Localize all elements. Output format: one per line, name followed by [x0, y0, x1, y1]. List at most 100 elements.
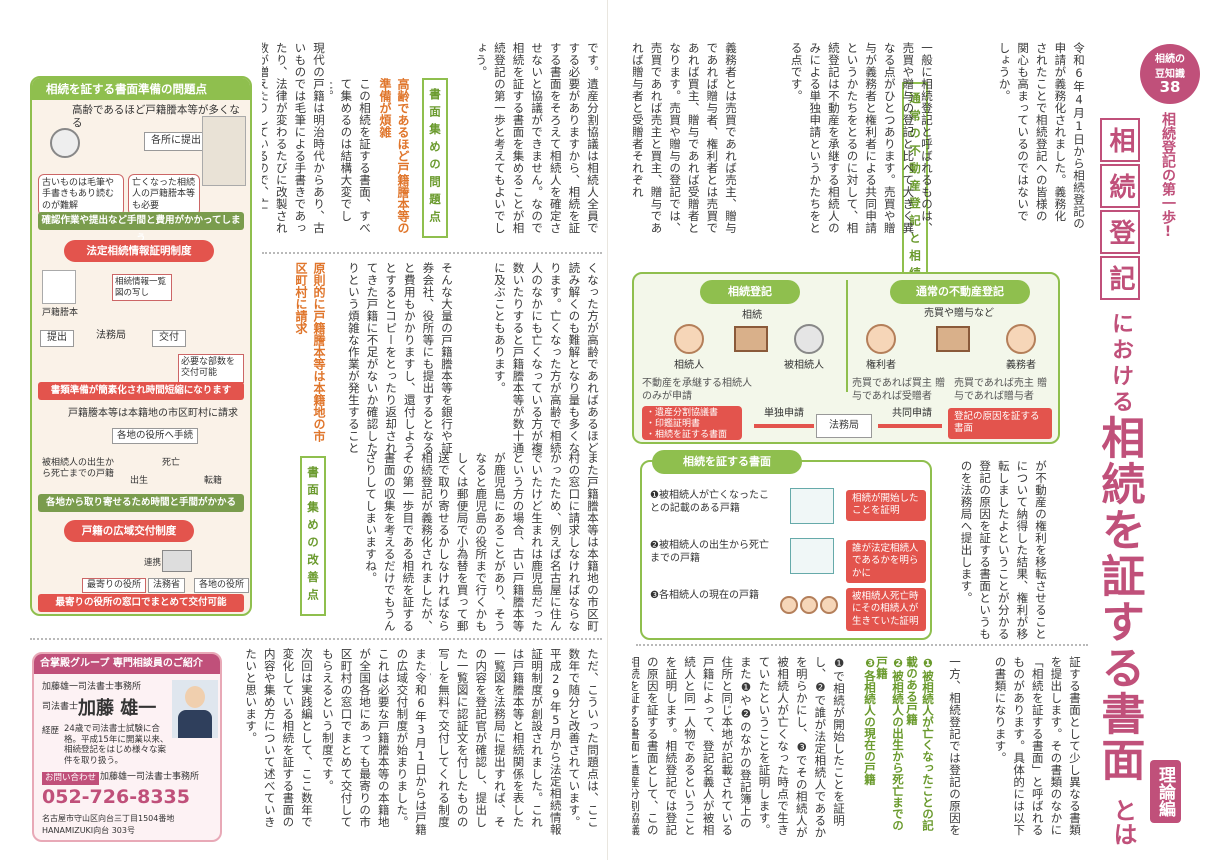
doc-icon-1	[790, 488, 834, 524]
section1-body-a: 一般に相続登記と呼ばれるものは、売買や贈与の登記と比べて大きく異なる点がひとつあ…	[789, 42, 934, 234]
title-kicker: 相続登記の第一歩!	[1160, 112, 1176, 240]
doc-row-2: ❷被相続人の出生から死亡までの戸籍 誰が法定相続人であるかを明らかに	[650, 536, 926, 584]
ad-contact-label: お問い合わせ	[42, 772, 100, 785]
p4-label-local: 各地の役所	[194, 578, 250, 594]
doc-item-2: ・印鑑証明書	[646, 418, 701, 429]
diagram-problems: 相続を証する書面準備の問題点 高齢であるほど戸籍謄本等が多くなる 各所に提出 古…	[30, 76, 252, 616]
section2-lead: 高齢であるほど戸籍謄本等の準備が煩雑	[378, 78, 410, 234]
diagram-registration-compare: 相続登記 通常の不動産登記 相続人 相続 被相続人 不動産を承継する相続人のみが…	[632, 272, 1060, 444]
list-item-3: ❸各相続人の現在の戸籍	[863, 656, 877, 785]
p4-title: 戸籍の広域交付制度	[64, 520, 194, 542]
p3-label-1: 被相続人の出生から死亡までの戸籍	[42, 458, 115, 480]
section2-body-c: 現代の戸籍は明治時代からあり、古いものでは毛筆による手書きであったり、法律が変わ…	[262, 42, 326, 234]
list-item-1: ❶被相続人が亡くなったことの記載のある戸籍	[905, 656, 935, 831]
title-boxed-chars: 相 続 登 記	[1100, 118, 1140, 300]
p1-bubble2: 亡くなった相続人の戸籍謄本等も必要	[128, 174, 200, 216]
heirs-icon	[780, 590, 840, 624]
p4-banner: 最寄りの役所の窓口でまとめて交付可能	[38, 594, 244, 612]
single-application-label: 単独申請	[764, 408, 804, 419]
p4-label-nearest: 最寄りの役所	[82, 578, 147, 594]
section2-body-f-head	[262, 262, 290, 442]
p3-banner: 各地から取り寄せるため時間と手間がかかる	[38, 494, 244, 512]
section2-body-b: この相続を証する書面、すべて集めるのは結構大変でした。	[330, 78, 372, 234]
ad-building: HANAMIZUKI向台 303号	[42, 826, 135, 835]
divider-left-2	[30, 638, 602, 640]
series-badge: 相続の 豆知識 38	[1140, 44, 1200, 104]
p1-banner: 確認作業や提出など手間と費用がかかってしまう	[38, 212, 244, 244]
heir-label: 相続人	[674, 360, 704, 371]
ad-career-label: 経歴	[42, 726, 60, 736]
doc-row-3-label: ❸各相続人の現在の戸籍	[650, 590, 759, 601]
title-main: 相続を証する書面	[1093, 415, 1145, 783]
p1-caption: 高齢であるほど戸籍謄本等が多くなる	[72, 104, 240, 130]
rightsholder-avatar	[866, 324, 896, 354]
joint-application-label: 共同申請	[892, 408, 932, 419]
section1-body-c: が不動産の権利を移転させることについて納得した結果、権利が移転しましたよというこ…	[959, 460, 1049, 640]
badge-line1: 相続の	[1155, 54, 1185, 65]
section2-body-f: また戸籍謄本等は本籍地の市区町村の窓口に請求しなければならなかったため、例えば名…	[437, 452, 600, 632]
p2-stamp: 相続情報一覧図の写し	[112, 274, 172, 302]
p4-label-ministry: 法務省	[148, 578, 186, 594]
doc-row-2-label: ❷被相続人の出生から死亡までの戸籍	[650, 540, 769, 564]
right-note-left: 売買であれば買主 贈与であれば受贈者	[852, 378, 946, 402]
step-office: 法務局	[96, 330, 126, 341]
p2-banner: 書類準備が簡素化され時間短縮になります	[38, 382, 244, 400]
title-tail: とは	[1109, 798, 1137, 846]
p3-title: 戸籍謄本等は本籍地の市区町村に請求	[68, 408, 238, 419]
ad-name: 加藤 雄一	[78, 698, 157, 719]
docs-box: ・遺産分割協議書 ・印鑑証明書 ・相続を証する書面	[642, 406, 742, 440]
title-part2: における	[1108, 312, 1133, 416]
doc-row-3: ❸各相続人の現在の戸籍 被相続人死亡時にその相続人が生きていた証明	[650, 586, 926, 636]
normal-registration-title: 通常の不動産登記	[890, 280, 1030, 304]
title-char-3: 登	[1100, 210, 1140, 254]
section2-heading2: 書面集めの改善点	[300, 456, 326, 616]
computer-icon	[162, 550, 192, 572]
doc-row-1-tag: 相続が開始したことを証明	[846, 490, 926, 521]
transfer-label: 売買や贈与など	[924, 308, 994, 319]
elderly-icon	[50, 128, 80, 158]
list-item-2: ❷被相続人の出生から死亡までの戸籍	[875, 656, 905, 831]
koseki-stack-icon	[42, 270, 76, 304]
ad-address: 名古屋市守山区向台三丁目1504番地	[42, 814, 175, 823]
title-char-2: 続	[1100, 164, 1140, 208]
inheritance-registration-title: 相続登記	[700, 280, 800, 304]
section1-body-d: 一方、相続登記では登記の原因を	[948, 656, 962, 836]
doc-icon-2	[790, 538, 834, 574]
section1-body-f: ❶で相続が開始したことを証明し、❷で誰が法定相続人であるかを明らかにし、❸でその…	[632, 656, 846, 839]
doc-row-1-label: ❶被相続人が亡くなったことの記載のある戸籍	[650, 490, 769, 514]
section2-lead2: 原則的に戸籍謄本等は本籍地の市区町村に請求	[294, 262, 326, 442]
doc-row-2-tag: 誰が法定相続人であるかを明らかに	[846, 540, 926, 584]
ad-header: 合掌殿グループ 専門相談員のご紹介	[34, 654, 220, 674]
title-badge: 理論編	[1150, 760, 1181, 823]
section2-body-h: ただ、こういった問題点は、ここ数年で随分と改善されています。平成29年5月から法…	[430, 648, 600, 836]
legal-office-box: 法務局	[816, 414, 872, 438]
section2-body-i: また令和6年3月1日からは戸籍の広域交付制度が始まりました。これは必要な戸籍謄本…	[320, 648, 428, 836]
p2-title: 法定相続情報証明制度	[64, 240, 214, 262]
ad-role: 司法書士	[42, 702, 79, 712]
step-issue: 交付	[152, 330, 186, 347]
left-note: 不動産を承継する相続人のみが申請	[642, 378, 752, 402]
section2-body-a: です。遺産分割協議は相続人全員でする必要がありますから、相続を証する書面をそろえ…	[474, 42, 600, 234]
deceased-label: 被相続人	[784, 360, 824, 371]
documents-title: 相続を証する書面	[652, 450, 802, 474]
section2-body-e: そんな大量の戸籍謄本等を銀行や証券会社、役所等にも提出するとなると費用もかかりま…	[346, 262, 454, 454]
doc-row-3-tag: 被相続人死亡時にその相続人が生きていた証明	[846, 588, 926, 632]
divider-left-1	[262, 252, 602, 254]
section1-body-e: 証する書面として少し異なる書類を提出します。その書類のなかに「相続を証する書面」…	[993, 656, 1083, 836]
p3-sub: 各地の役所へ手続	[112, 428, 199, 444]
ad-phone[interactable]: 052-726-8335	[42, 786, 190, 808]
doc-item-1: ・遺産分割協議書	[646, 408, 719, 418]
doc-row-1: ❶被相続人が亡くなったことの記載のある戸籍 相続が開始したことを証明	[650, 486, 926, 530]
p3-label-move: 転籍	[204, 476, 223, 486]
obligor-label: 義務者	[1006, 360, 1036, 371]
section1-body-b: 義務者とは売買であれば売主、贈与であれば贈与者、権利者とは売買であれば買主、贈与…	[630, 42, 738, 234]
step-submit: 提出	[40, 330, 74, 347]
p1-submit: 各所に提出	[144, 132, 208, 151]
badge-line2: 豆知識	[1155, 69, 1185, 80]
page-spine	[607, 0, 608, 860]
ad-career: 24歳で司法書士試験に合格。平成15年に開業以来、相続登記をはじめ様々な案件を取…	[64, 724, 169, 766]
intro-text: 令和6年4月1日から相続登記の申請が義務化されました。義務化されたことで相続登記…	[997, 42, 1087, 230]
section2-body-j: 次回は実践編として、ここ数年で変化している相続を証する書面の内容や集め方について…	[244, 648, 314, 828]
section2-body-d: くなった方が高齢であればあるほど読み解くのも難解となり量も多くなります。亡くなっ…	[492, 262, 600, 454]
